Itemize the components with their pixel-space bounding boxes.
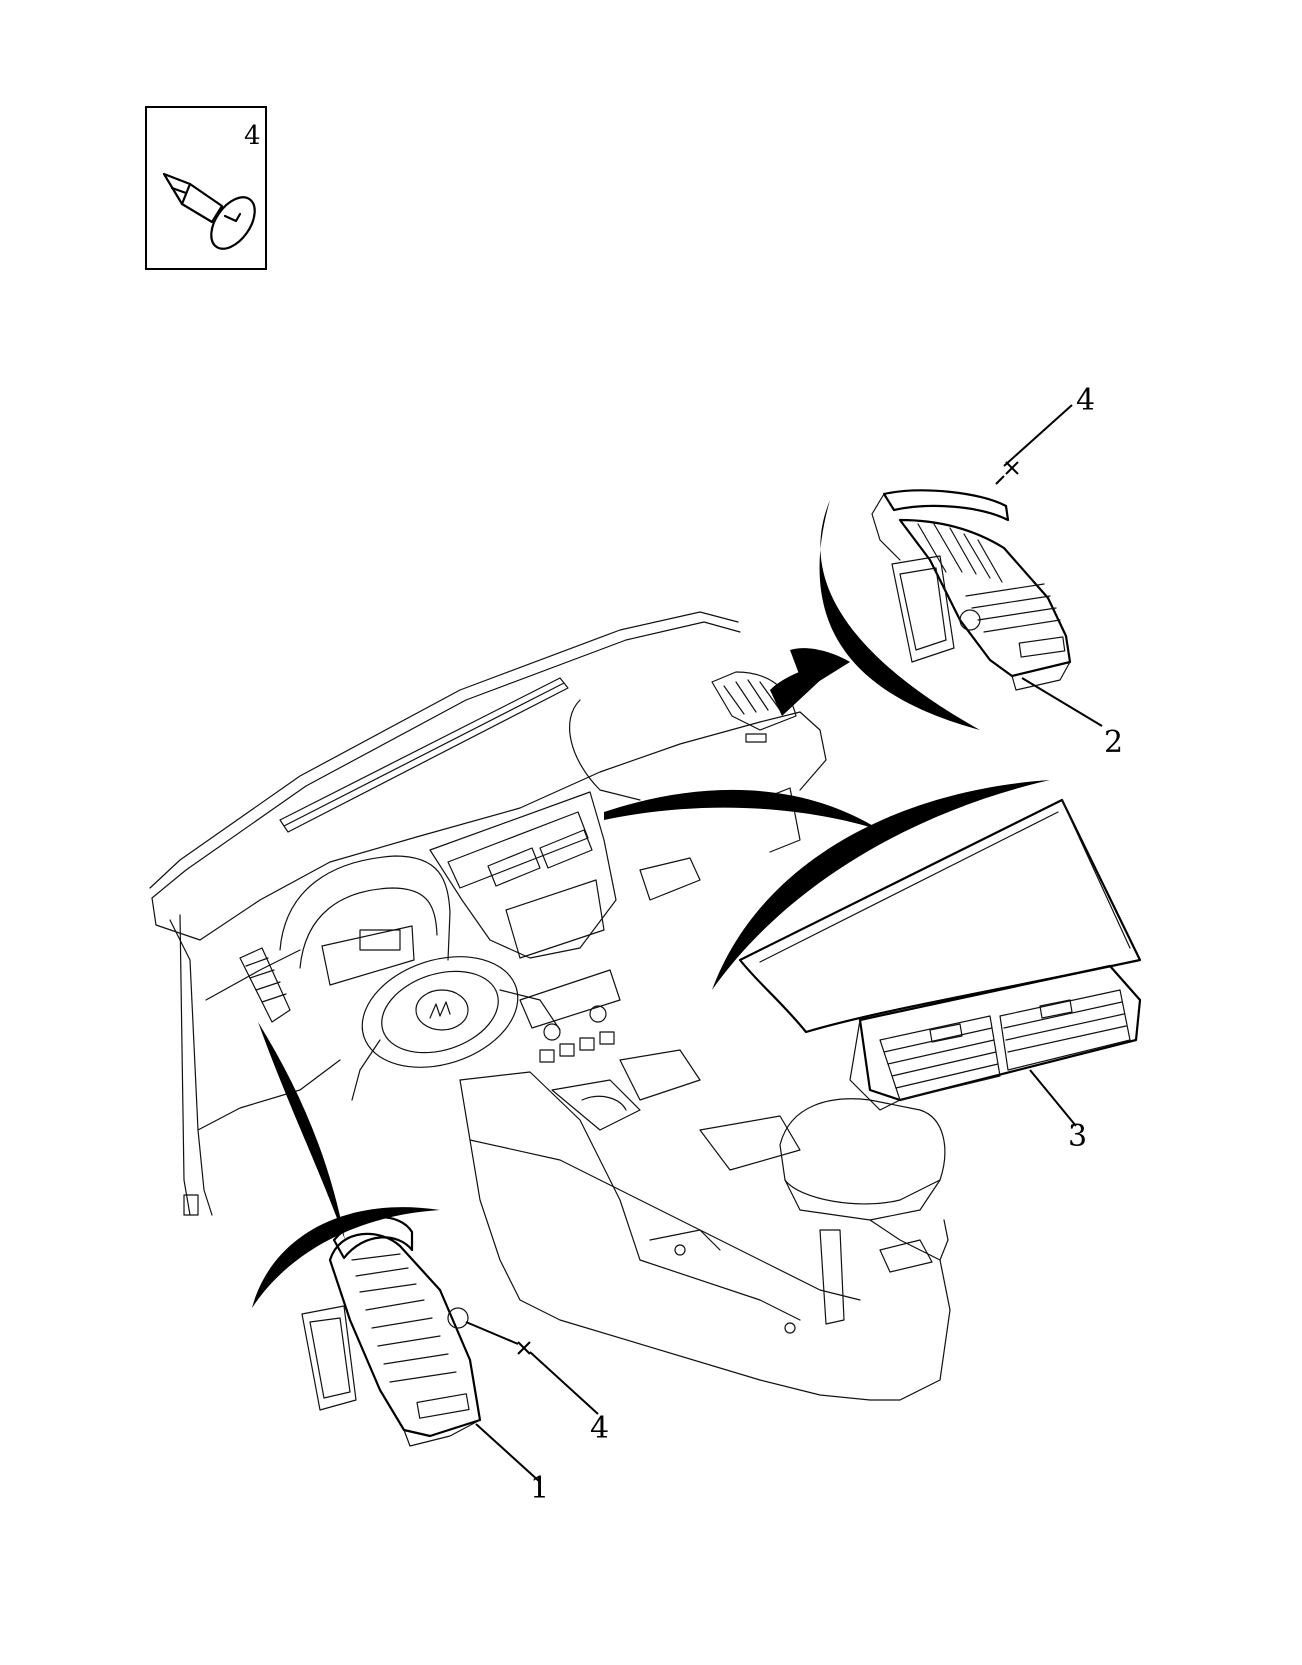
callout-3: 3 [1068, 1119, 1087, 1154]
legend-part-number: 4 [244, 121, 261, 151]
fastener-marker-bottom [517, 1341, 531, 1355]
right-air-vent-part-2 [871, 489, 1072, 691]
push-clip-icon [162, 172, 256, 250]
callout-4-top: 4 [1076, 383, 1095, 418]
center-air-vent-part-3 [738, 798, 1142, 1111]
view-link-connectors [252, 500, 1050, 1308]
callout-1: 1 [530, 1471, 549, 1506]
fastener-marker-top [1005, 461, 1019, 475]
callout-2: 2 [1104, 725, 1123, 760]
left-air-vent-part-1 [301, 1216, 482, 1447]
dashboard-assembly [149, 611, 951, 1401]
fastener-legend-box: 4 [145, 106, 267, 270]
callout-4-bottom: 4 [590, 1411, 609, 1446]
leader-lines [465, 404, 1103, 1483]
